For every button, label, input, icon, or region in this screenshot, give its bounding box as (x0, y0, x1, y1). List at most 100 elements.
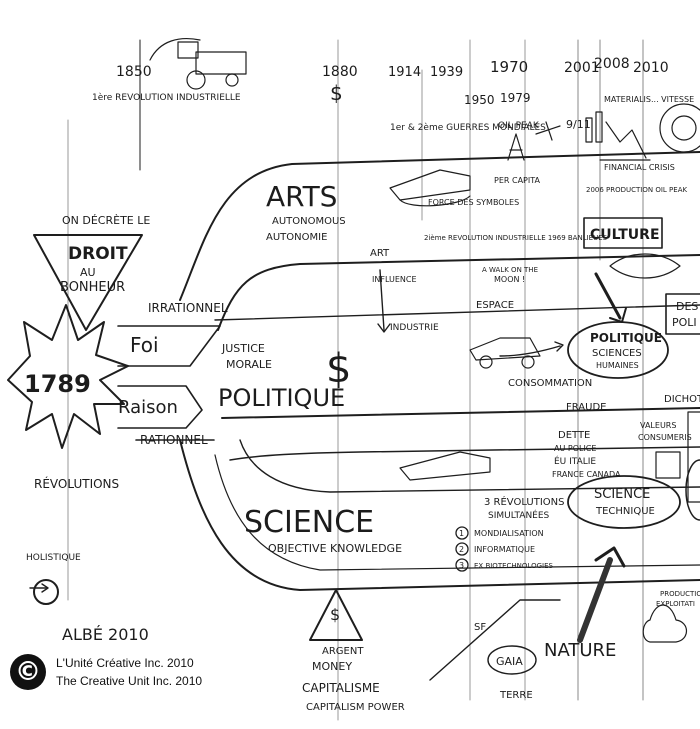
gaia-ellipse (487, 645, 537, 675)
year-1970: 1970 (490, 58, 528, 76)
label-gaia: GAIA (496, 655, 523, 668)
label-argent: ARGENT (322, 646, 364, 657)
label-irrationnel: IRRATIONNEL (148, 301, 228, 315)
arrows (29, 269, 627, 681)
year-1979: 1979 (500, 91, 531, 105)
label-rationnel: RATIONNEL (140, 433, 208, 447)
burst-1789: 1789 (7, 304, 129, 449)
label-terre: TERRE (499, 690, 533, 701)
label-france-canada: FRANCE CANADA (552, 470, 621, 479)
label-eu-italie: ÉU ITALIE (554, 455, 596, 467)
sketch-drawings (149, 38, 700, 643)
label-biotech: EX BIOTECHNOLOGIES (474, 562, 553, 570)
label-force-symboles: FORCE DES SYMBOLES (428, 198, 519, 207)
label-culture: CULTURE (590, 227, 660, 243)
copyright-line-2: The Creative Unit Inc. 2010 (56, 674, 203, 688)
label-moon: MOON ! (494, 275, 525, 284)
triangle-droit: ON DÉCRÈTE LE DROIT AU BONHEUR (33, 214, 150, 331)
dollar-center: $ (326, 346, 351, 392)
label-justice: JUSTICE (221, 342, 265, 355)
label-oil-peak: OIL PEAK (498, 121, 540, 131)
label-production-oil-peak: 2006 PRODUCTION OIL PEAK (586, 186, 687, 194)
label-foi: Foi (130, 333, 159, 357)
label-informatique: INFORMATIQUE (474, 545, 535, 554)
copyright-line-1: L'Unité Créative Inc. 2010 (56, 656, 194, 670)
foi-raison: IRRATIONNEL Foi Raison RATIONNEL (117, 301, 228, 447)
label-des: DES (676, 300, 698, 313)
label-science-st: SCIENCE (594, 487, 650, 502)
year-1914: 1914 (388, 65, 421, 80)
label-au: AU (80, 266, 96, 279)
ellipse-science-technique (567, 475, 681, 529)
revolution-markers (455, 526, 469, 572)
label-materialisme: MATERIALIS... VITESSE (604, 95, 694, 104)
year-1850: 1850 (116, 64, 152, 80)
label-raison: Raison (118, 397, 178, 418)
label-holistique: HOLISTIQUE (26, 553, 81, 563)
label-espace: ESPACE (476, 300, 514, 311)
label-valeurs: VALEURS (640, 421, 676, 430)
label-deuxieme-revolution: 2ième REVOLUTION INDUSTRIELLE 1969 BANLI… (424, 234, 608, 242)
label-droit: DROIT (68, 244, 128, 264)
argent-triangle (309, 589, 363, 641)
label-1789: 1789 (24, 370, 91, 398)
label-technique: TECHNIQUE (595, 506, 655, 517)
small-circle (33, 579, 59, 605)
svg-text:3: 3 (459, 561, 464, 570)
label-art: ART (370, 248, 390, 259)
dollar-bottom: $ (330, 605, 340, 624)
year-1880: 1880 (322, 64, 358, 80)
label-mondialisation: MONDIALISATION (474, 529, 544, 538)
timeline-years: 1850 1880 1914 1939 1950 1970 1979 2001 … (116, 56, 669, 107)
label-au-police: AU POLICE (554, 444, 596, 453)
label-morale: MORALE (226, 358, 272, 371)
ellipse-politique-sciences (567, 321, 669, 379)
label-sciences: SCIENCES (592, 348, 642, 359)
label-humaines: HUMAINES (596, 361, 639, 370)
label-nature: NATURE (544, 640, 616, 661)
label-simultanees: SIMULTANÉES (488, 509, 550, 521)
culture-box (583, 217, 663, 249)
label-bonheur: BONHEUR (60, 280, 125, 295)
band-outlines (179, 151, 700, 591)
copyright-icon: © (10, 654, 46, 690)
label-on-decrete: ON DÉCRÈTE LE (62, 214, 150, 227)
label-capitalism-power: CAPITALISM POWER (306, 702, 405, 713)
svg-text:2: 2 (459, 545, 464, 554)
label-financial-crisis: FINANCIAL CRISIS (604, 163, 675, 172)
label-capitalisme: CAPITALISME (302, 681, 380, 695)
label-guerres: 1er & 2ème GUERRES MONDIALES (390, 122, 546, 133)
label-signature: ALBÉ 2010 (62, 625, 149, 644)
year-1950: 1950 (464, 93, 495, 107)
year-2008: 2008 (594, 56, 630, 72)
dollar-top: $ (330, 81, 343, 105)
copyright-notice: © L'Unité Créative Inc. 2010 The Creativ… (10, 654, 202, 690)
label-poli: POLI (672, 316, 697, 329)
label-money: MONEY (312, 660, 352, 673)
label-autonomie: AUTONOMIE (266, 232, 327, 243)
label-sf: SF (474, 622, 486, 633)
label-911: 9/11 (566, 118, 591, 131)
des-poli-box (665, 293, 700, 335)
year-2010: 2010 (633, 60, 669, 76)
svg-text:1: 1 (459, 529, 464, 538)
label-production: PRODUCTION (660, 590, 700, 598)
label-autonomous: AUTONOMOUS (272, 216, 346, 227)
label-science: SCIENCE (244, 505, 374, 540)
label-walk-moon: A WALK ON THE (482, 266, 538, 274)
label-consommation: CONSOMMATION (508, 378, 592, 389)
year-1939: 1939 (430, 65, 463, 80)
label-revolutions: RÉVOLUTIONS (34, 476, 119, 491)
label-fraude: FRAUDE (566, 402, 606, 413)
year-2001: 2001 (564, 60, 600, 76)
label-dichot: DICHOT (664, 394, 700, 405)
label-per-capita: PER CAPITA (494, 176, 540, 185)
timeline-lines (67, 39, 644, 721)
label-3-revolutions: 3 RÉVOLUTIONS (484, 495, 565, 508)
ellipse-edge (685, 459, 700, 521)
label-consumeris: CONSUMERIS (638, 433, 692, 442)
label-politique: POLITIQUE (218, 384, 345, 412)
label-dette: DETTE (558, 430, 590, 441)
